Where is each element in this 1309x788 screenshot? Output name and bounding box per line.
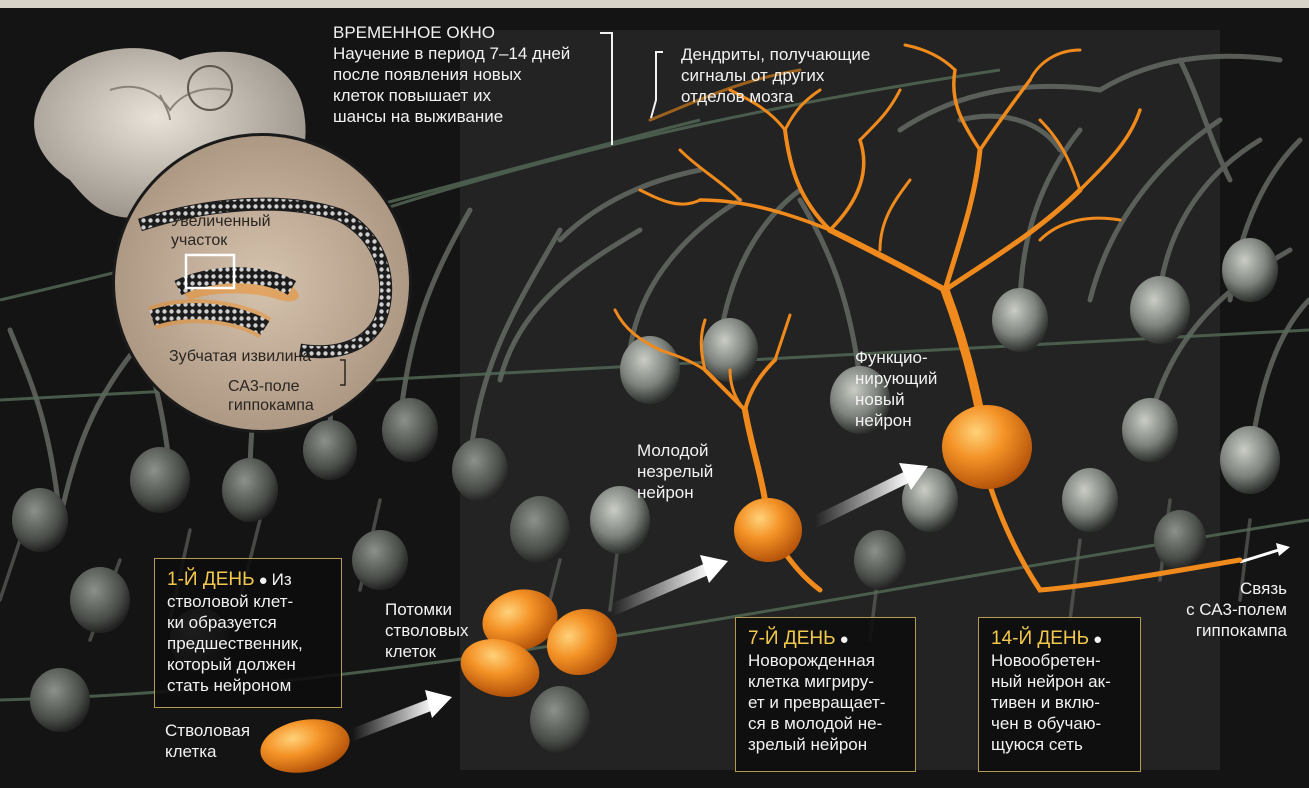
ca3-connection-label: Связь с СА3-полем гиппокампа (1186, 578, 1287, 641)
bullet-icon: ● (840, 631, 849, 648)
day-14-card: 14-Й ДЕНЬ● Новообретен- ный нейрон ак- т… (978, 617, 1141, 772)
ca3-field-label: СА3-поле гиппокампа (228, 377, 314, 415)
bullet-icon: ● (1093, 631, 1102, 648)
timing-window-text: Научение в период 7–14 дней после появле… (333, 43, 570, 127)
dentate-gyrus-label: Зубчатая извилина (169, 346, 311, 367)
dendrites-label: Дендриты, получающие сигналы от других о… (681, 44, 870, 107)
young-neuron-soma (734, 498, 802, 562)
progeny-label: Потомки стволовых клеток (385, 599, 469, 662)
day-1-title: 1-Й ДЕНЬ (167, 569, 255, 590)
day-1-card: 1-Й ДЕНЬ●Из стволовой клет- ки образуетс… (154, 558, 342, 708)
day-14-title: 14-Й ДЕНЬ (991, 628, 1089, 649)
day-1-first-word: Из (272, 570, 292, 589)
day-7-title: 7-Й ДЕНЬ (748, 628, 836, 649)
young-neuron-label: Молодой незрелый нейрон (637, 440, 713, 503)
stem-cell-label: Стволовая клетка (165, 720, 250, 762)
functioning-neuron-label: Функцио- нирующий новый нейрон (855, 347, 937, 431)
day-14-text: Новообретен- ный нейрон ак- тивен и вклю… (991, 650, 1128, 755)
functioning-neuron-soma (942, 405, 1032, 489)
day-7-card: 7-Й ДЕНЬ● Новорожденная клетка мигриру- … (735, 617, 916, 772)
day-7-text: Новорожденная клетка мигриру- ет и превр… (748, 650, 903, 755)
timing-window-title: ВРЕМЕННОЕ ОКНО (333, 22, 495, 43)
enlarged-area-label: Увеличенный участок (171, 212, 271, 250)
day-1-text: стволовой клет- ки образуется предшестве… (167, 591, 329, 696)
bullet-icon: ● (259, 572, 268, 589)
